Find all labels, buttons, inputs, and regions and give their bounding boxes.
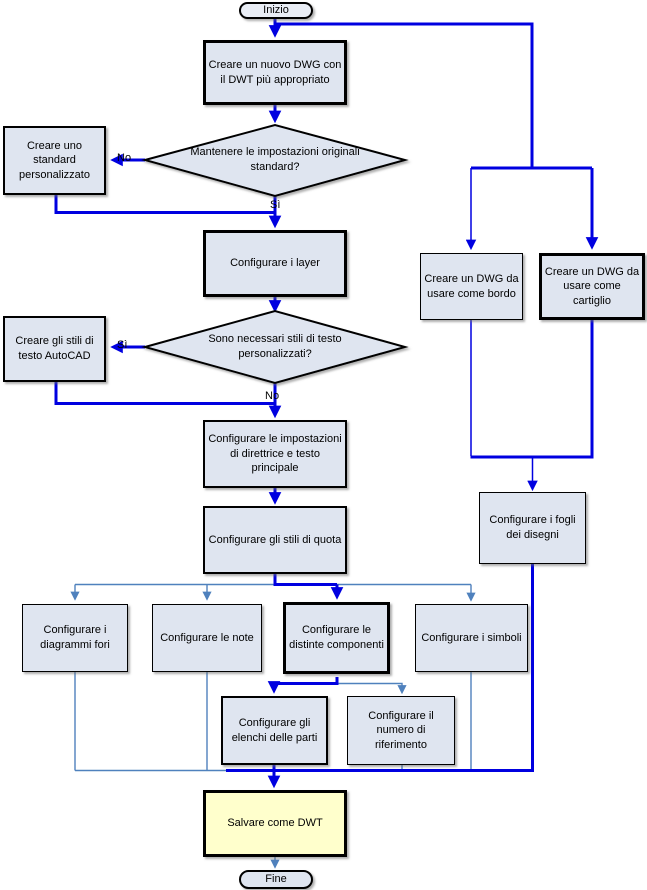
decision-text-styles-shape bbox=[141, 309, 409, 385]
node-leader-settings: Configurare le impostazioni di direttric… bbox=[203, 420, 347, 488]
decision-keep-standard-shape bbox=[141, 123, 409, 198]
decision-text-styles-label: Sono necessari stili di testo personaliz… bbox=[208, 333, 342, 360]
node-drawing-sheets: Configurare i fogli dei disegni bbox=[479, 492, 586, 564]
node-ref-number: Configurare il numero di riferimento bbox=[347, 696, 455, 765]
node-layers: Configurare i layer bbox=[203, 230, 347, 297]
node-hole-charts: Configurare i diagrammi fori bbox=[22, 604, 128, 672]
label-no-keep-standard: No bbox=[117, 152, 132, 164]
node-custom-standard: Creare uno standard personalizzato bbox=[3, 126, 106, 195]
node-new-dwg: Creare un nuovo DWG con il DWT più appro… bbox=[203, 40, 347, 105]
node-save-dwt: Salvare come DWT bbox=[203, 790, 347, 857]
label-no-text-styles: No bbox=[265, 390, 280, 402]
node-component-lists: Configurare le distinte componenti bbox=[283, 602, 390, 674]
label-yes-text-styles: Sì bbox=[117, 339, 128, 351]
primary-connectors bbox=[54, 19, 599, 789]
node-notes: Configurare le note bbox=[152, 604, 262, 672]
node-titleblock-dwg: Creare un DWG da usare come cartiglio bbox=[539, 253, 645, 320]
thin-primary-connectors bbox=[465, 168, 538, 492]
label-yes-keep-standard: Sì bbox=[270, 199, 281, 211]
terminal-start: Inizio bbox=[239, 2, 313, 19]
node-border-dwg: Creare un DWG da usare come bordo bbox=[420, 253, 523, 320]
node-text-styles: Creare gli stili di testo AutoCAD bbox=[3, 316, 106, 382]
decision-keep-standard-label: Mantenere le impostazioni originali stan… bbox=[190, 146, 360, 173]
secondary-connectors bbox=[70, 583, 476, 869]
node-parts-lists: Configurare gli elenchi delle parti bbox=[221, 696, 328, 765]
node-symbols: Configurare i simboli bbox=[415, 604, 528, 672]
terminal-end: Fine bbox=[239, 870, 313, 889]
node-dim-styles: Configurare gli stili di quota bbox=[203, 506, 347, 574]
